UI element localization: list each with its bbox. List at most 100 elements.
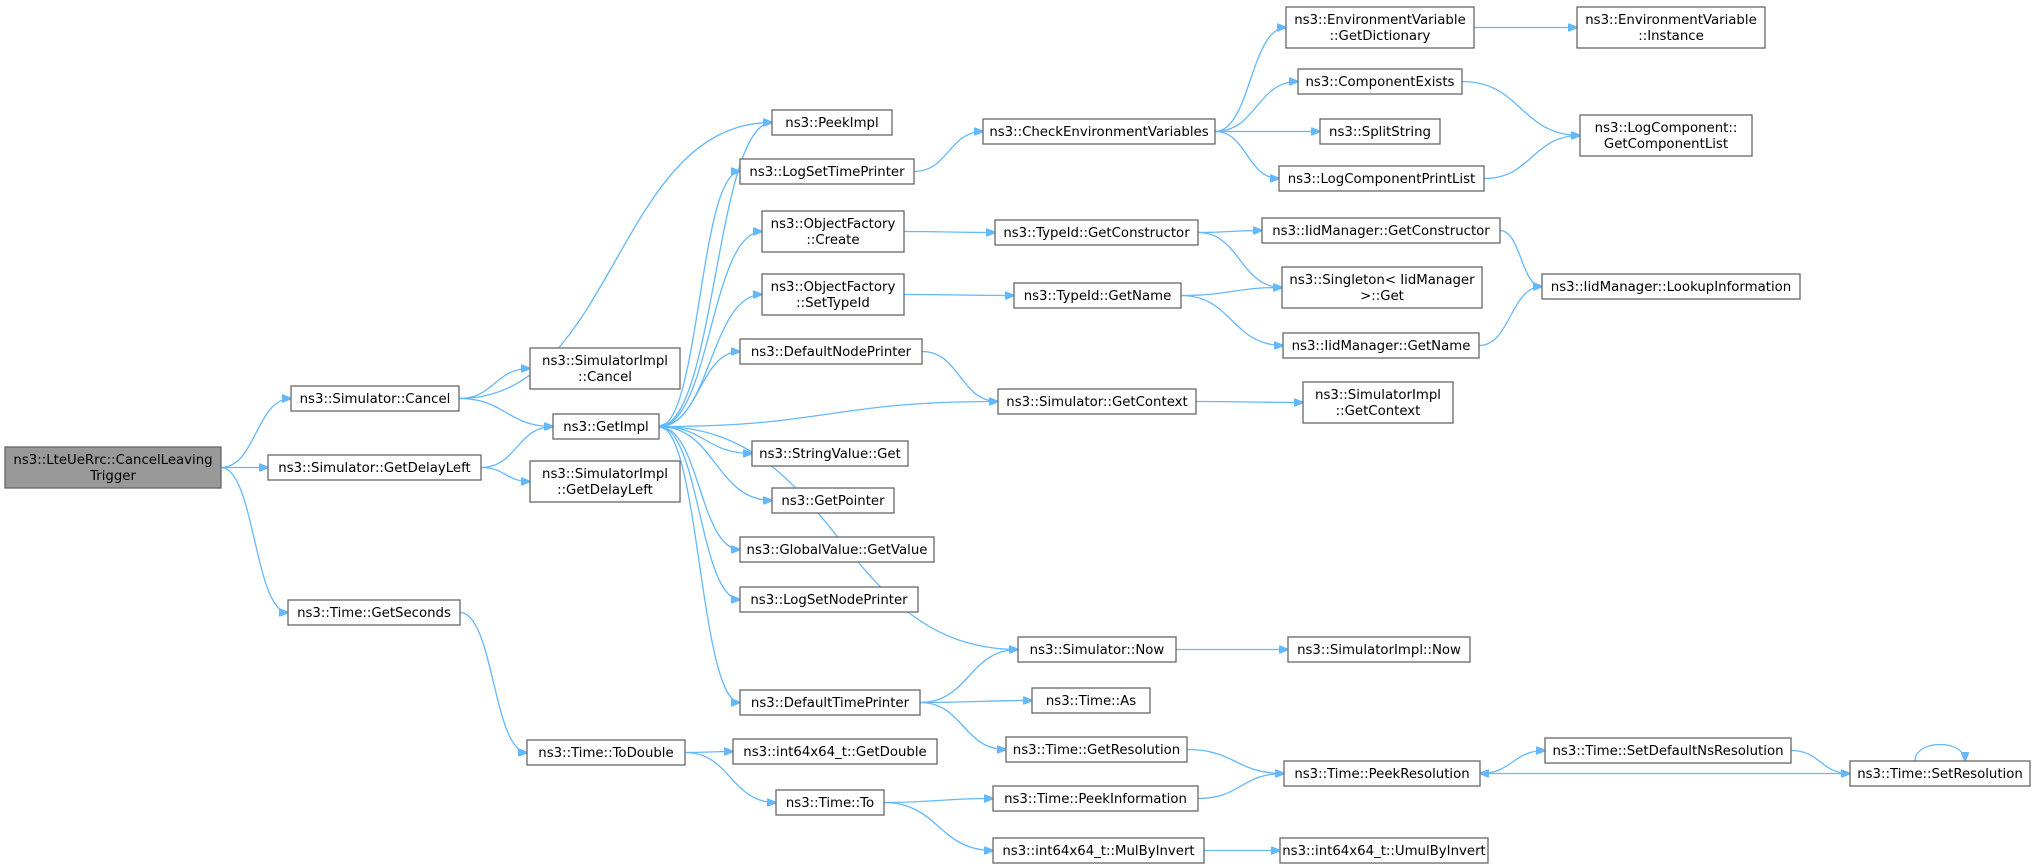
edge-ofCreate-to-typeIdGetConstructor (903, 232, 995, 233)
node-int64GetDouble[interactable]: ns3::int64x64_t::GetDouble (732, 738, 938, 765)
node-box (739, 536, 935, 563)
node-box (992, 785, 1199, 812)
node-box (1576, 6, 1766, 49)
node-globalValueGetValue[interactable]: ns3::GlobalValue::GetValue (739, 536, 935, 563)
node-box (771, 487, 895, 514)
node-box (287, 599, 461, 626)
node-label: ::Cancel (578, 370, 632, 385)
node-box (1031, 687, 1151, 714)
node-defaultTimePrinter[interactable]: ns3::DefaultTimePrinter (739, 689, 921, 716)
node-label: ns3::Time::PeekInformation (1004, 792, 1187, 807)
node-label: ns3::IidManager::GetConstructor (1272, 224, 1490, 239)
edge-getImpl-to-logSetNodePrinter (658, 425, 740, 600)
node-box (1287, 636, 1471, 663)
node-simImplCancel[interactable]: ns3::SimulatorImpl::Cancel (529, 347, 681, 390)
node-peekImpl[interactable]: ns3::PeekImpl (771, 109, 893, 136)
edge-defaultNodePrinter-to-simGetContext (921, 350, 998, 402)
node-box (1013, 282, 1182, 309)
node-label: ns3::Time::SetDefaultNsResolution (1552, 744, 1783, 759)
node-timeTo[interactable]: ns3::Time::To (775, 789, 885, 816)
edge-getImpl-to-getPointer (658, 425, 772, 501)
node-logSetTimePrinter[interactable]: ns3::LogSetTimePrinter (739, 158, 915, 185)
edge-getImpl-to-defaultNodePrinter (658, 352, 740, 428)
node-int64UmulByInvert[interactable]: ns3::int64x64_t::UmulByInvert (1279, 837, 1489, 864)
node-logComponentPrintList[interactable]: ns3::LogComponentPrintList (1278, 165, 1485, 192)
node-label: >::Get (1360, 289, 1404, 304)
edge-layer (220, 28, 1965, 851)
node-checkEnv[interactable]: ns3::CheckEnvironmentVariables (982, 118, 1216, 145)
edge-logSetTimePrinter-to-checkEnv (913, 132, 983, 173)
node-timePeekResolution[interactable]: ns3::Time::PeekResolution (1283, 760, 1481, 787)
node-simNow[interactable]: ns3::Simulator::Now (1017, 636, 1177, 663)
node-timeToDouble[interactable]: ns3::Time::ToDouble (526, 739, 686, 766)
edge-componentExists-to-logCompGetList (1461, 80, 1580, 136)
node-simGetContext[interactable]: ns3::Simulator::GetContext (997, 388, 1197, 415)
node-label: ns3::LogComponent:: (1595, 121, 1738, 136)
node-label: ns3::ComponentExists (1305, 75, 1454, 90)
node-timeSetResolution[interactable]: ns3::Time::SetResolution (1849, 760, 2031, 787)
node-label: GetComponentList (1604, 137, 1728, 152)
node-label: ns3::CheckEnvironmentVariables (989, 125, 1208, 140)
node-box (739, 338, 923, 365)
edge-defaultTimePrinter-to-timeAs (919, 701, 1032, 703)
node-box (1279, 837, 1489, 864)
node-label: ns3::GetImpl (563, 420, 648, 435)
node-envGetDictionary[interactable]: ns3::EnvironmentVariable::GetDictionary (1285, 6, 1475, 49)
node-timeAs[interactable]: ns3::Time::As (1031, 687, 1151, 714)
node-typeIdGetName[interactable]: ns3::TypeId::GetName (1013, 282, 1182, 309)
node-simImplGetContext[interactable]: ns3::SimulatorImpl::GetContext (1302, 381, 1454, 424)
node-label: ns3::IidManager::LookupInformation (1551, 280, 1791, 295)
node-box (775, 789, 885, 816)
edge-simGetContext-to-simImplGetContext (1195, 402, 1303, 403)
node-logCompGetList[interactable]: ns3::LogComponent::GetComponentList (1579, 114, 1753, 157)
node-iidGetConstructor[interactable]: ns3::IidManager::GetConstructor (1261, 217, 1501, 244)
edge-getImpl-to-defaultTimePrinter (658, 425, 740, 703)
node-box (1285, 6, 1475, 49)
node-getImpl[interactable]: ns3::GetImpl (552, 413, 660, 440)
node-defaultNodePrinter[interactable]: ns3::DefaultNodePrinter (739, 338, 923, 365)
node-label: ns3::Time::PeekResolution (1294, 767, 1469, 782)
node-iidLookup[interactable]: ns3::IidManager::LookupInformation (1541, 273, 1801, 300)
node-envInstance[interactable]: ns3::EnvironmentVariable::Instance (1576, 6, 1766, 49)
node-box (992, 837, 1205, 864)
node-label: ns3::GetPointer (781, 494, 885, 509)
edge-timeTo-to-timePeekInformation (883, 799, 993, 804)
node-simImplGetDelayLeft[interactable]: ns3::SimulatorImpl::GetDelayLeft (529, 460, 681, 503)
node-typeIdGetConstructor[interactable]: ns3::TypeId::GetConstructor (994, 219, 1199, 246)
node-box (1005, 736, 1188, 763)
node-label: ns3::StringValue::Get (759, 447, 901, 462)
node-label: ns3::Simulator::GetContext (1006, 395, 1187, 410)
node-logSetNodePrinter[interactable]: ns3::LogSetNodePrinter (739, 586, 919, 613)
node-simGetDelayLeft[interactable]: ns3::Simulator::GetDelayLeft (267, 454, 482, 481)
node-label: ns3::Simulator::Now (1030, 643, 1165, 658)
node-ofSetTypeId[interactable]: ns3::ObjectFactory::SetTypeId (761, 273, 905, 316)
node-label: ns3::EnvironmentVariable (1585, 13, 1757, 28)
node-int64MulByInvert[interactable]: ns3::int64x64_t::MulByInvert (992, 837, 1205, 864)
node-box (751, 440, 909, 467)
node-splitString[interactable]: ns3::SplitString (1319, 118, 1441, 145)
node-box (1579, 114, 1753, 157)
node-simImplNow[interactable]: ns3::SimulatorImpl::Now (1287, 636, 1471, 663)
node-label: ns3::SimulatorImpl::Now (1297, 643, 1461, 658)
node-timePeekInformation[interactable]: ns3::Time::PeekInformation (992, 785, 1199, 812)
node-ofCreate[interactable]: ns3::ObjectFactory::Create (761, 210, 905, 253)
node-layer: ns3::LteUeRrc::CancelLeavingTriggerns3::… (4, 6, 2031, 864)
node-box (771, 109, 893, 136)
node-stringValueGet[interactable]: ns3::StringValue::Get (751, 440, 909, 467)
node-timeGetResolution[interactable]: ns3::Time::GetResolution (1005, 736, 1188, 763)
node-box (1283, 760, 1481, 787)
node-timeGetSeconds[interactable]: ns3::Time::GetSeconds (287, 599, 461, 626)
node-getPointer[interactable]: ns3::GetPointer (771, 487, 895, 514)
edge-typeIdGetName-to-iidGetName (1180, 294, 1283, 346)
node-timeSetDefaultNsRes[interactable]: ns3::Time::SetDefaultNsResolution (1544, 737, 1792, 764)
node-componentExists[interactable]: ns3::ComponentExists (1297, 68, 1463, 95)
node-label: ns3::SimulatorImpl (1315, 388, 1441, 403)
node-label: ns3::Time::As (1046, 694, 1136, 709)
node-simCancel[interactable]: ns3::Simulator::Cancel (290, 385, 460, 412)
node-label: ns3::LogComponentPrintList (1288, 172, 1476, 187)
node-iidGetName[interactable]: ns3::IidManager::GetName (1282, 332, 1480, 359)
node-box (732, 738, 938, 765)
node-singletonGet[interactable]: ns3::Singleton< IidManager >::Get (1281, 266, 1483, 309)
